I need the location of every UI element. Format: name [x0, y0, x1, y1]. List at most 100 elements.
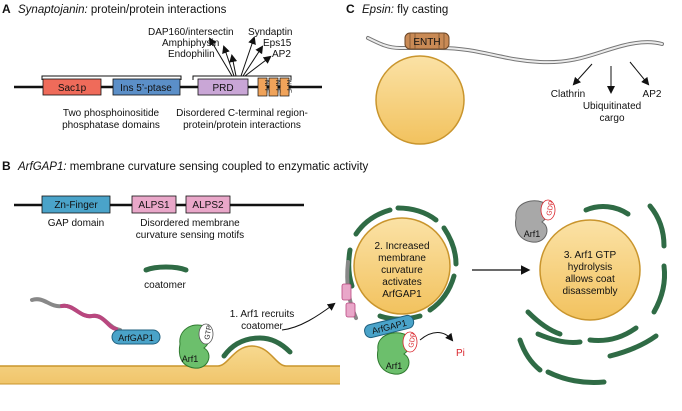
panel-b-title-italic: ArfGAP1:: [17, 161, 67, 173]
npf-label-2: NPF: [274, 80, 281, 93]
domain-ins-ptase: [112, 78, 181, 96]
domain-sac1p: [42, 78, 102, 96]
bracket-phosphatase: [41, 75, 182, 80]
coatomer-label: coatomer: [144, 280, 186, 291]
partner-dap160: DAP160/intersectin: [148, 27, 234, 38]
domain-zn-finger-label: Zn-Finger: [54, 200, 98, 211]
epsin-target-arrows: [572, 61, 650, 94]
domain-sac1p-label: Sac1p: [58, 83, 87, 94]
arrow-pi-release: [419, 332, 454, 342]
arf1-hydrolyzing: [377, 332, 411, 375]
target-cargo-line2: cargo: [599, 113, 624, 124]
domain-alps1: [131, 195, 177, 214]
step2-line1: 2. Increased: [374, 241, 429, 252]
npf-motif-3: [279, 77, 290, 97]
bud-coat: [221, 335, 293, 359]
arf1-label-step2: Arf1: [386, 361, 403, 371]
npf-label-3: NPF: [285, 80, 292, 93]
caption-disordered-line2: protein/protein interactions: [183, 120, 301, 131]
domain-alps1-label: ALPS1: [138, 200, 170, 211]
arf1-released: [515, 200, 549, 243]
arrow-syndaptin: [240, 36, 256, 77]
npf-motif-1: [257, 77, 268, 97]
free-coatomer: [143, 264, 189, 273]
partner-syndaptin: Syndaptin: [248, 27, 292, 38]
npf-motif-2: [268, 77, 279, 97]
partner-ap2: AP2: [272, 49, 291, 60]
alps-bound-1: [341, 283, 352, 301]
caption-alps-line1: Disordered membrane: [140, 218, 240, 229]
panel-a: A Synaptojanin: protein/protein interact…: [2, 2, 322, 131]
domain-alps2: [185, 195, 231, 214]
domain-ins-ptase-label: Ins 5’-ptase: [120, 83, 172, 94]
panel-c-title: Epsin: fly casting: [362, 4, 448, 16]
npf-motifs: NPF NPF NPF: [257, 77, 292, 97]
step3-line4: disassembly: [562, 286, 617, 297]
panel-a-title: Synaptojanin: protein/protein interactio…: [18, 4, 227, 16]
domain-zn-finger: [41, 195, 111, 214]
domain-alps2-label: ALPS2: [192, 200, 224, 211]
gdp-label-step3: GDP: [546, 200, 556, 216]
arrow-ap2: [244, 55, 272, 77]
arrow-ap2-c: [629, 61, 650, 86]
bracket-disordered: [192, 75, 292, 80]
gdp-nucleotide-step3: [540, 199, 556, 221]
panel-a-letter: A: [2, 2, 11, 16]
gtp-nucleotide: [198, 323, 214, 345]
panel-a-title-italic: Synaptojanin:: [18, 4, 88, 16]
panel-b-title: ArfGAP1: membrane curvature sensing coup…: [17, 161, 369, 173]
panel-c-letter: C: [346, 2, 355, 16]
gdp-label-step2: GDP: [408, 332, 418, 348]
arf1-label-membrane: Arf1: [182, 354, 199, 364]
caption-gap-domain: GAP domain: [48, 218, 105, 229]
domain-prd: [197, 78, 249, 96]
partner-eps15: Eps15: [263, 38, 292, 49]
arrow-amphiphysin: [222, 45, 235, 77]
panel-b: B ArfGAP1: membrane curvature sensing co…: [0, 159, 667, 385]
panel-a-title-rest: protein/protein interactions: [88, 4, 227, 16]
membrane-with-bud: [0, 346, 340, 384]
panel-c: C Epsin: fly casting ENTH Clathrin Ubiqu…: [346, 2, 664, 145]
alps-bound-2: [345, 302, 356, 318]
caption-phosphatase-line1: Two phosphoinositide: [63, 108, 160, 119]
target-cargo-line1: Ubiquitinated: [583, 101, 641, 112]
arf1-label-step3: Arf1: [524, 229, 541, 239]
vesicle-step2-coat: [346, 205, 459, 322]
caption-phosphatase-line2: phosphatase domains: [62, 120, 160, 131]
target-clathrin: Clathrin: [551, 89, 585, 100]
step2-line4: activates: [382, 277, 421, 288]
step3-line3: allows coat: [565, 274, 615, 285]
caption-disordered-line1: Disordered C-terminal region-: [176, 108, 308, 119]
panel-c-title-italic: Epsin:: [362, 4, 394, 16]
gdp-nucleotide-step2: [402, 331, 418, 353]
target-ap2: AP2: [643, 89, 662, 100]
partner-amphiphysin: Amphiphysin: [162, 38, 219, 49]
arrow-dap160: [208, 37, 233, 77]
epsin-vesicle: [375, 55, 465, 145]
vesicle-step2: [353, 217, 451, 315]
gtp-label: GTP: [204, 325, 213, 341]
arrow-step1-to-step2: [281, 302, 336, 331]
step1-line2: coatomer: [241, 321, 283, 332]
caption-alps-line2: curvature sensing motifs: [136, 230, 244, 241]
pi-label: Pi: [456, 348, 465, 359]
npf-label-1: NPF: [263, 80, 270, 93]
step2-line2: membrane: [378, 253, 426, 264]
arfgap1-bound: [364, 314, 415, 339]
synaptojanin-partner-arrows: [208, 36, 272, 77]
panel-c-title-rest: fly casting: [394, 4, 448, 16]
step1-line1: 1. Arf1 recruits: [230, 309, 294, 320]
panel-b-title-rest: membrane curvature sensing coupled to en…: [67, 161, 369, 173]
arfgap1-unbound-label: ArfGAP1: [118, 333, 154, 343]
vesicle-step3: [539, 219, 641, 321]
step2-line3: curvature: [381, 265, 423, 276]
domain-prd-label: PRD: [212, 83, 233, 94]
arrow-endophilin: [229, 54, 238, 77]
enth-domain: [404, 32, 450, 50]
arrow-eps15: [242, 45, 264, 77]
enth-label: ENTH: [413, 37, 440, 48]
step3-line2: hydrolysis: [568, 262, 612, 273]
step3-line1: 3. Arf1 GTP: [564, 250, 617, 261]
arfgap1-alps-motifs: [60, 303, 118, 331]
